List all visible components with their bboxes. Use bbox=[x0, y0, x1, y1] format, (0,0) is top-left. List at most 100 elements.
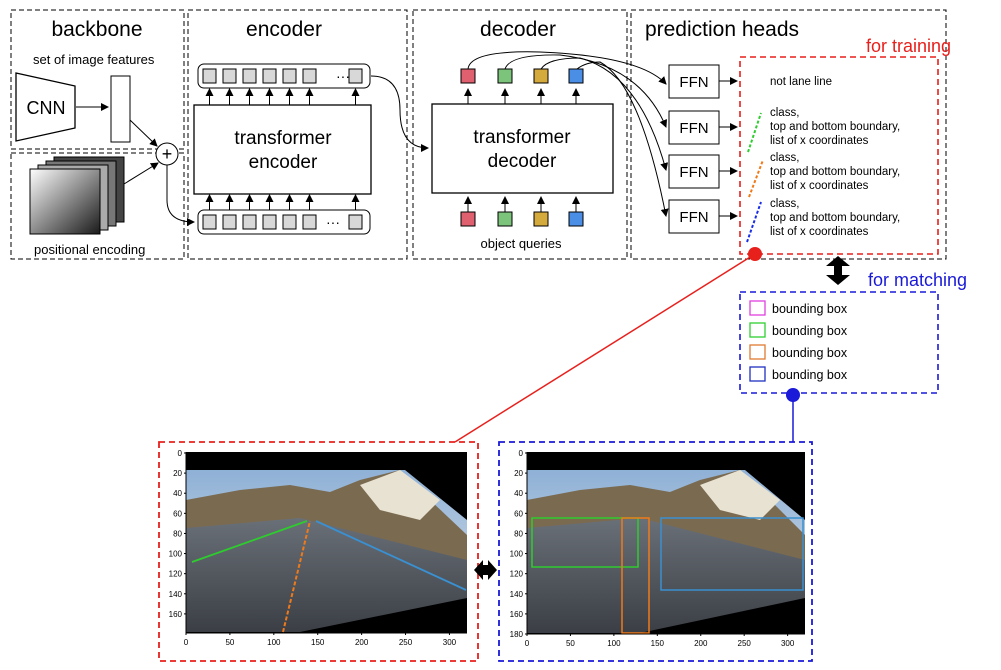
y-tick-label: 40 bbox=[173, 489, 182, 498]
x-tick-label: 150 bbox=[651, 639, 665, 648]
y-tick-label: 0 bbox=[178, 449, 183, 458]
y-tick-label: 60 bbox=[514, 509, 523, 518]
y-tick-label: 20 bbox=[514, 469, 523, 478]
encoder-title: encoder bbox=[246, 18, 322, 41]
output-1-line3: list of x coordinates bbox=[770, 135, 869, 147]
y-tick-label: 120 bbox=[510, 570, 524, 579]
output-3-swatch bbox=[746, 201, 762, 243]
encoder-box-line1: transformer bbox=[234, 128, 332, 149]
training-connector-line bbox=[454, 253, 756, 443]
x-tick-label: 250 bbox=[738, 639, 752, 648]
x-tick-label: 300 bbox=[443, 638, 457, 647]
training-connector-dot bbox=[748, 247, 762, 261]
decoder-box-line2: decoder bbox=[488, 151, 557, 172]
positional-label: positional encoding bbox=[34, 242, 145, 257]
output-3-line3: list of x coordinates bbox=[770, 226, 869, 238]
features-label: set of image features bbox=[33, 52, 155, 67]
encoder-output-token bbox=[348, 68, 363, 84]
decoder-output-query bbox=[497, 68, 513, 84]
prediction-heads-title: prediction heads bbox=[645, 18, 799, 41]
bbox-swatch-3 bbox=[749, 344, 766, 360]
bbox-label-1: bounding box bbox=[772, 302, 848, 316]
ffn-box-3 bbox=[668, 154, 720, 189]
feature-map bbox=[110, 75, 131, 143]
encoder-arrows bbox=[205, 88, 360, 210]
plot-double-arrow bbox=[474, 560, 497, 580]
encoder-input-token bbox=[202, 214, 217, 230]
matching-plot-frame bbox=[498, 441, 813, 662]
x-tick-label: 50 bbox=[566, 639, 575, 648]
encoder-output-token bbox=[282, 68, 297, 84]
positional-encoding-stack bbox=[29, 156, 125, 235]
object-query bbox=[460, 211, 476, 227]
matching-bbox-blue bbox=[660, 517, 804, 591]
x-tick-label: 150 bbox=[311, 638, 325, 647]
bbox-swatch-2 bbox=[749, 322, 766, 338]
training-matching-double-arrow bbox=[826, 256, 850, 285]
y-tick-label: 100 bbox=[510, 550, 524, 559]
ffn-box-4 bbox=[668, 199, 720, 234]
backbone-section bbox=[10, 9, 185, 150]
encoder-input-token bbox=[262, 214, 277, 230]
backbone-title: backbone bbox=[51, 18, 142, 41]
object-query bbox=[497, 211, 513, 227]
output-3-line2: top and bottom boundary, bbox=[770, 212, 900, 224]
encoder-output-token bbox=[302, 68, 317, 84]
output-1-swatch bbox=[747, 112, 762, 153]
x-tick-label: 100 bbox=[607, 639, 621, 648]
ffn-label-2: FFN bbox=[679, 120, 708, 137]
for-matching-label: for matching bbox=[868, 270, 967, 290]
encoder-bottom-ellipsis: ··· bbox=[326, 214, 340, 230]
x-tick-label: 200 bbox=[355, 638, 369, 647]
training-lane-green bbox=[191, 520, 308, 563]
output-1: class, top and bottom boundary, list of … bbox=[747, 107, 900, 153]
object-queries bbox=[460, 211, 584, 227]
bbox-label-4: bounding box bbox=[772, 368, 848, 382]
ffn-box-1 bbox=[668, 64, 720, 99]
ffn-heads: FFN FFN FFN FFN bbox=[668, 64, 738, 234]
encoder-input-token bbox=[348, 214, 363, 230]
transformer-decoder-box bbox=[431, 103, 614, 194]
training-output-box bbox=[739, 56, 939, 255]
decoder-output-query bbox=[533, 68, 549, 84]
sum-to-encoder-arrow bbox=[166, 165, 195, 226]
ffn-label-3: FFN bbox=[679, 164, 708, 181]
query-to-ffn-arrows bbox=[467, 51, 669, 217]
positional-section bbox=[10, 152, 185, 260]
encoder-box-line2: encoder bbox=[249, 152, 318, 173]
encoder-section bbox=[187, 9, 408, 260]
decoder-output-queries bbox=[460, 68, 584, 84]
encoder-input-token bbox=[242, 214, 257, 230]
output-1-line1: class, bbox=[770, 107, 799, 119]
y-tick-label: 80 bbox=[514, 529, 523, 538]
encoder-input-token bbox=[282, 214, 297, 230]
matching-connector-dot bbox=[786, 388, 800, 402]
encoder-top-ellipsis: ··· bbox=[336, 68, 350, 84]
encoder-to-decoder-arrow bbox=[370, 75, 429, 152]
x-tick-label: 250 bbox=[399, 638, 413, 647]
ffn-box-2 bbox=[668, 110, 720, 145]
cnn-label: CNN bbox=[27, 98, 66, 118]
cnn-trapezoid bbox=[15, 72, 76, 142]
output-2: class, top and bottom boundary, list of … bbox=[748, 152, 900, 198]
training-lane-orange bbox=[282, 520, 311, 633]
plus-sign: + bbox=[162, 144, 173, 164]
prediction-heads-section bbox=[630, 9, 947, 260]
output-2-line2: top and bottom boundary, bbox=[770, 166, 900, 178]
bbox-label-3: bounding box bbox=[772, 346, 848, 360]
bbox-list: bounding box bounding box bounding box b… bbox=[749, 300, 848, 382]
matching-bbox-orange bbox=[621, 517, 650, 634]
matching-bbox-green bbox=[531, 517, 639, 568]
y-tick-label: 100 bbox=[169, 550, 183, 559]
x-tick-label: 200 bbox=[694, 639, 708, 648]
encoder-output-token bbox=[222, 68, 237, 84]
y-tick-label: 140 bbox=[169, 590, 183, 599]
y-tick-label: 40 bbox=[514, 489, 523, 498]
encoder-output-token bbox=[262, 68, 277, 84]
decoder-box-line1: transformer bbox=[473, 127, 571, 148]
output-3: class, top and bottom boundary, list of … bbox=[746, 198, 900, 243]
decoder-output-query bbox=[460, 68, 476, 84]
